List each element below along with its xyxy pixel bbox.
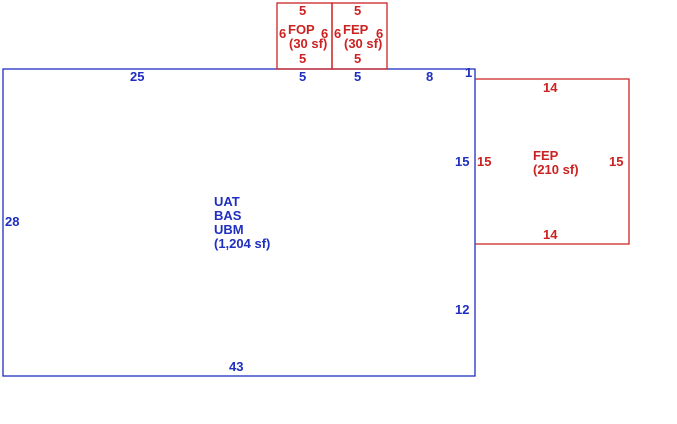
main-dim-left: 28 (5, 214, 20, 229)
fep-small-area-value: (30 sf) (344, 36, 383, 51)
main-dim-top-mid1: 5 (299, 69, 307, 84)
fop-dim-bottom: 5 (299, 51, 307, 66)
fep-large-dim-right: 15 (609, 154, 624, 169)
main-dim-right-upper: 15 (455, 154, 470, 169)
main-dim-right-lower: 12 (455, 302, 470, 317)
fep-large-dim-left: 15 (477, 154, 492, 169)
main-area-value: (1,204 sf) (214, 236, 271, 251)
fep-small-dim-top: 5 (354, 3, 362, 18)
fop-code: FOP (288, 22, 315, 37)
main-dim-top-right: 8 (426, 69, 434, 84)
fep-small-dim-bottom: 5 (354, 51, 362, 66)
fop-area-value: (30 sf) (289, 36, 328, 51)
main-dim-corner: 1 (465, 65, 473, 80)
main-dim-top-left: 25 (130, 69, 145, 84)
fep-large-dim-bottom: 14 (543, 227, 558, 242)
fep-large-dim-top: 14 (543, 80, 558, 95)
fep-small-dim-left: 6 (334, 26, 342, 41)
fep-large-area-label: FEP (210 sf) (533, 149, 579, 177)
fep-small-dim-right: 6 (376, 26, 384, 41)
main-dim-top-mid2: 5 (354, 69, 362, 84)
fop-dim-right: 6 (321, 26, 329, 41)
fop-area-label: FOP (30 sf) (288, 23, 327, 51)
fop-dim-left: 6 (279, 26, 287, 41)
main-code-ubm: UBM (214, 222, 244, 237)
fep-small-code: FEP (343, 22, 369, 37)
fop-dim-top: 5 (299, 3, 307, 18)
main-building-outline (2, 68, 476, 377)
fep-large-area-value: (210 sf) (533, 162, 579, 177)
main-code-uat: UAT (214, 194, 240, 209)
fep-large-outline (475, 78, 630, 245)
main-code-bas: BAS (214, 208, 242, 223)
fep-large-code: FEP (533, 148, 559, 163)
main-dim-bottom: 43 (229, 359, 244, 374)
fep-small-area-label: FEP (30 sf) (343, 23, 382, 51)
fep-small-outline (331, 2, 388, 70)
main-area-label: UAT BAS UBM (1,204 sf) (214, 195, 270, 251)
